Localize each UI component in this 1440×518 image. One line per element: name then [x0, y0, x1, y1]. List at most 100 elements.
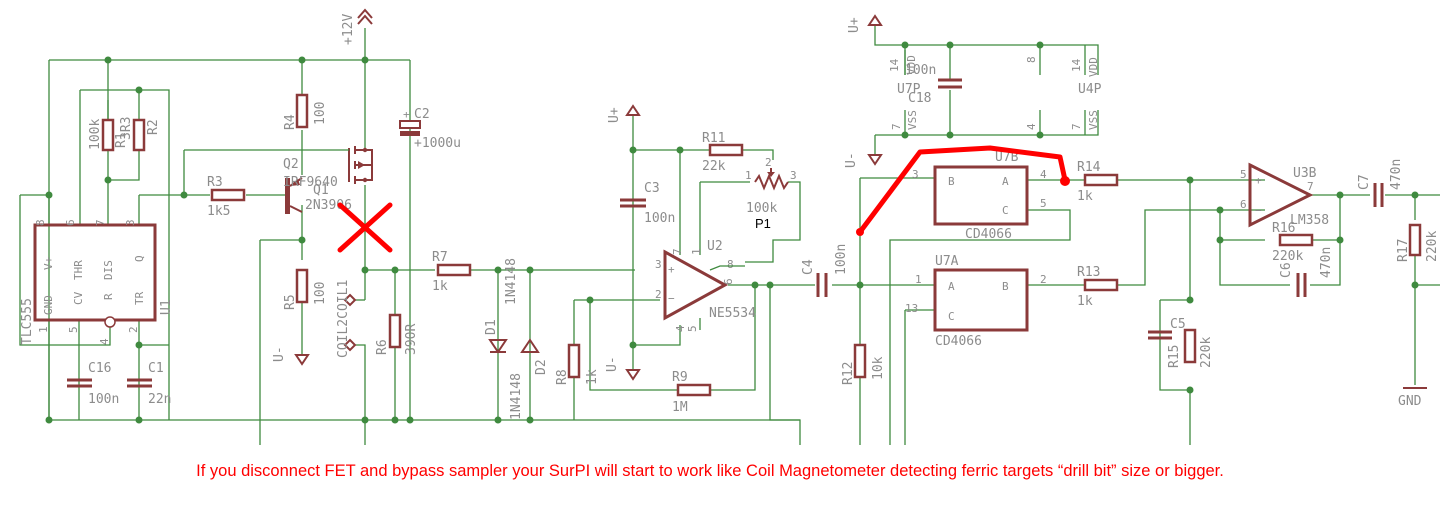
c1-ref: C1 — [148, 361, 164, 376]
r4-ref: R4 — [283, 114, 298, 130]
c1-value: 22n — [148, 392, 171, 407]
u1-pin-7: 7 — [94, 219, 107, 226]
q2-mosfet — [300, 146, 373, 184]
disconnect-x-mark — [337, 202, 393, 253]
r14-ref: R14 — [1077, 160, 1101, 175]
u7a-pin-2: 2 — [1040, 273, 1047, 286]
u1-pin-5: 5 — [67, 326, 80, 333]
capacitors: C16 100n C1 22n + C2 +1000u C3 100n C4 1… — [67, 63, 1404, 407]
c7-value: 470n — [1389, 159, 1404, 190]
p1-zigzag — [754, 173, 789, 191]
r6-ref: R6 — [375, 339, 390, 355]
vcc-label: +12V — [341, 14, 356, 45]
u1-timer: 8 6 7 3 V+ THR DIS Q GND CV R TR 1 5 4 2… — [20, 219, 174, 345]
gnd-label: GND — [1398, 394, 1422, 409]
u4p-pin-4: 4 — [1025, 123, 1038, 130]
c1-symbol — [127, 378, 152, 388]
c16-value: 100n — [88, 392, 119, 407]
sampler-bypass-wire — [857, 145, 1068, 235]
u3b-value: LM358 — [1290, 213, 1329, 228]
r17-value: 220k — [1425, 231, 1440, 262]
r3-body — [210, 188, 246, 202]
u1-label-gnd: GND — [42, 295, 55, 315]
u7a-pin-13: 13 — [905, 302, 918, 315]
vplus-arrow-icon-1 — [625, 104, 641, 116]
u7p-vss: VSS — [906, 110, 919, 130]
r16-body — [1278, 233, 1314, 247]
r6-body — [388, 313, 402, 349]
bypass-endpoint-right — [1060, 176, 1070, 186]
u7a-pin-label-b: B — [1002, 280, 1009, 293]
u7b-pin-label-c: C — [1002, 204, 1009, 217]
u2-pin-8: 8 — [727, 258, 734, 271]
vminus-arrow-icon-1 — [625, 369, 641, 381]
r4-value: 100 — [313, 102, 328, 125]
r14-body — [1083, 173, 1119, 187]
annotation-note: If you disconnect FET and bypass sampler… — [196, 462, 1224, 480]
u2-plus: + — [668, 263, 675, 276]
r5-ref: R5 — [283, 294, 298, 310]
c18-value: 100n — [905, 63, 936, 78]
u1-label-dis: DIS — [102, 260, 115, 280]
r8-body — [567, 343, 581, 379]
vplus-label-2: U+ — [847, 17, 862, 33]
q2-body-diode — [365, 149, 373, 181]
u3b-triangle — [1248, 162, 1314, 228]
c4-ref: C4 — [801, 259, 816, 275]
c7-ref: C7 — [1357, 174, 1372, 190]
c2-plate-positive — [399, 120, 421, 129]
p1-pin-2: 2 — [765, 156, 772, 169]
r4-body — [295, 93, 309, 129]
q1-ref: Q1 — [313, 183, 329, 198]
r7-body — [436, 263, 472, 277]
r12-value: 10k — [871, 356, 886, 380]
r3-ref: R3 — [207, 175, 223, 190]
u7b-ref: U7B — [995, 150, 1019, 165]
r6-value: 390R — [404, 324, 419, 355]
u2-pin-4: 4 — [674, 325, 687, 332]
u4p-vdd: VDD — [1087, 57, 1100, 77]
vplus-arrow-icon-2 — [867, 14, 883, 26]
r16-value: 220k — [1272, 249, 1303, 264]
r3-value: 1k5 — [207, 204, 230, 219]
u3b-ref: U3B — [1293, 166, 1317, 181]
r16-ref: R16 — [1272, 221, 1295, 236]
c3-symbol — [620, 198, 646, 208]
u1-value: TLC555 — [20, 298, 35, 345]
c4-symbol — [816, 273, 828, 297]
r8-value: 1k — [585, 369, 600, 385]
coil-connector: COIL2COIL1 — [336, 280, 357, 358]
u2-pin-1: 1 — [690, 248, 703, 255]
u1-label-tr: TR — [133, 291, 146, 305]
c6-ref: C6 — [1279, 262, 1294, 278]
u3b-pin-6: 6 — [1240, 198, 1247, 211]
r15-body — [1183, 328, 1197, 364]
r11-body — [708, 143, 744, 157]
r8-ref: R8 — [555, 369, 570, 385]
c18-ref: C18 — [908, 91, 931, 106]
p1-pin-3: 3 — [790, 169, 797, 182]
u1-pin-3: 3 — [124, 219, 137, 226]
r17-body — [1408, 223, 1422, 257]
c3-value: 100n — [644, 211, 675, 226]
c6-symbol — [1296, 273, 1307, 297]
u7b-pin-3: 3 — [912, 168, 919, 181]
u1-label-q: Q — [133, 255, 146, 262]
u7a-body — [933, 268, 1029, 332]
r1-value: 100k — [88, 119, 103, 150]
u4p-pin-14: 14 — [1070, 58, 1083, 72]
diodes: D1 1N4148 1N4148 D2 — [484, 258, 549, 420]
d2-value: 1N4148 — [509, 373, 524, 420]
p1-potentiometer: 1 2 3 100k P1 — [745, 156, 797, 231]
q2-arrow — [358, 161, 365, 169]
u2-minus: − — [668, 292, 675, 305]
u1-ref: U1 — [159, 299, 174, 315]
u2-ref: U2 — [707, 239, 723, 254]
c5-ref: C5 — [1170, 317, 1186, 332]
u7b-pin-label-a: A — [1002, 175, 1009, 188]
r7-ref: R7 — [432, 250, 448, 265]
coil-terminal-1 — [343, 293, 357, 307]
power-block: 14 VDD U7P 7 VSS 8 4 14 VDD U4P 7 VSS — [888, 44, 1102, 136]
u2-triangle — [663, 249, 729, 321]
d1-value: 1N4148 — [504, 258, 519, 305]
